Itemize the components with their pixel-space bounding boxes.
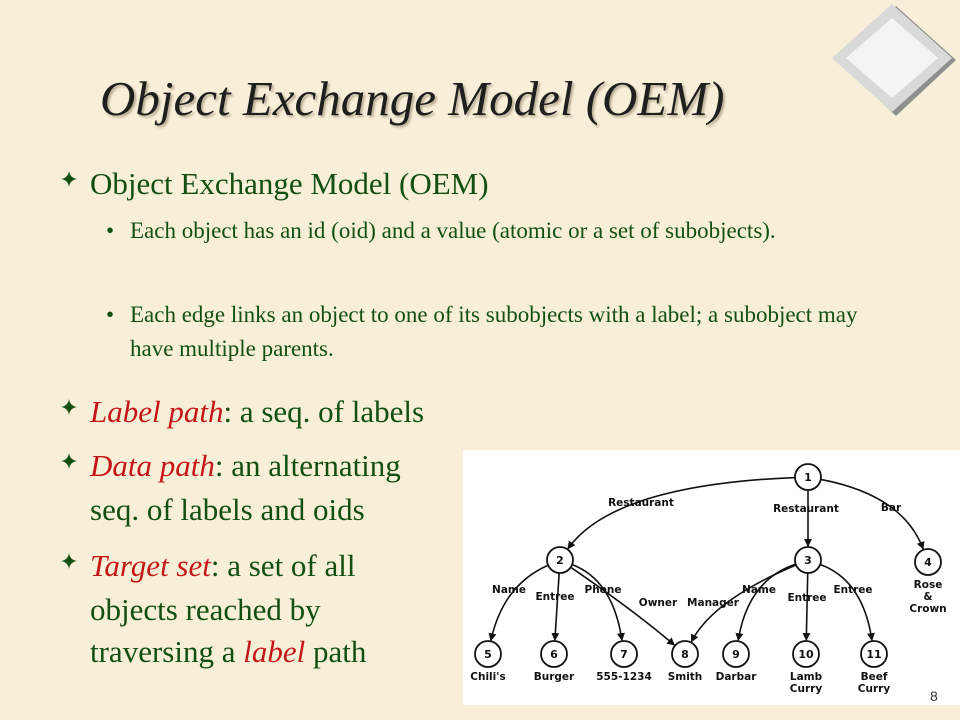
node-value-6: Burger <box>534 671 575 683</box>
term-label-path: Label path <box>90 394 224 429</box>
slide-title: Object Exchange Model (OEM) <box>100 71 725 126</box>
node-7 <box>610 640 638 668</box>
node-1 <box>794 463 822 491</box>
label-path-definition: : a seq. of labels <box>223 394 425 429</box>
target-set-definition-1: : a set of all <box>210 548 356 583</box>
edge-label-1-2: Restaurant <box>608 497 674 509</box>
node-id-3: 3 <box>804 554 812 567</box>
edge-label-3-9: Name <box>742 584 776 596</box>
node-11 <box>860 640 888 668</box>
node-value-4: Rose <box>914 579 943 591</box>
diamond-bullet-icon <box>61 453 77 469</box>
node-value-8: Smith <box>668 671 703 683</box>
node-4 <box>914 548 942 576</box>
node-10 <box>792 640 820 668</box>
term-label: label <box>243 634 306 669</box>
sub-bullet-edge-text: Each edge links an object to one of its … <box>130 302 858 361</box>
dot-bullet-icon: • <box>106 302 115 327</box>
node-id-1: 1 <box>804 471 812 484</box>
node-value-5: Chili's <box>470 671 505 683</box>
data-path-definition-2: seq. of labels and oids <box>90 492 365 527</box>
diamond-bullet-icon <box>61 553 77 569</box>
edge-label-3-10: Entree <box>787 592 826 604</box>
term-target-set: Target set <box>90 548 211 583</box>
node-2 <box>546 546 574 574</box>
edge-label-3-11: Entree <box>833 584 872 596</box>
diamond-bullet-icon <box>61 171 77 187</box>
node-value-4: & <box>923 591 932 603</box>
page-number: 8 <box>930 688 938 704</box>
edge-3-9 <box>735 563 796 642</box>
diamond-decoration-icon <box>832 4 956 116</box>
edge-3-11 <box>819 563 875 642</box>
edge-1-2 <box>567 476 796 550</box>
edge-2-5 <box>488 564 549 642</box>
node-id-2: 2 <box>556 554 564 567</box>
node-id-11: 11 <box>866 648 881 661</box>
node-value-10: Lamb <box>790 671 823 683</box>
node-value-7: 555-1234 <box>596 671 652 683</box>
edge-label-2-8: Owner <box>639 597 678 609</box>
dot-bullet-icon: • <box>106 218 115 243</box>
edge-label-2-6: Entree <box>535 591 574 603</box>
node-3 <box>794 546 822 574</box>
node-value-10: Curry <box>790 683 823 695</box>
node-value-4: Crown <box>909 603 946 615</box>
node-5 <box>474 640 502 668</box>
diamond-bullet-icon <box>61 399 77 415</box>
node-6 <box>540 640 568 668</box>
node-value-11: Beef <box>861 671 888 683</box>
node-id-6: 6 <box>550 648 558 661</box>
target-set-definition-2: objects reached by <box>90 592 321 627</box>
target-set-definition-3: traversing a label path <box>90 634 367 669</box>
edge-1-4 <box>820 478 925 550</box>
node-8 <box>671 640 699 668</box>
node-id-4: 4 <box>924 556 932 569</box>
edge-label-1-4: Bar <box>881 502 902 514</box>
edge-label-2-5: Name <box>492 584 526 596</box>
node-id-5: 5 <box>484 648 492 661</box>
edge-label-1-3: Restaurant <box>773 503 839 515</box>
data-path-definition-1: : an alternating <box>214 448 401 483</box>
node-id-10: 10 <box>798 648 814 661</box>
bullet-oem-text: Object Exchange Model (OEM) <box>90 166 489 201</box>
sub-bullet-oid-text: Each object has an id (oid) and a value … <box>130 218 776 243</box>
node-id-9: 9 <box>732 648 740 661</box>
edge-label-3-8: Manager <box>687 597 740 609</box>
edge-2-6 <box>551 572 560 642</box>
node-value-9: Darbar <box>716 671 758 683</box>
edge-2-8 <box>570 566 676 646</box>
edge-label-2-7: Phone <box>585 584 622 596</box>
term-data-path: Data path <box>90 448 215 483</box>
node-id-8: 8 <box>681 648 689 661</box>
node-value-11: Curry <box>858 683 891 695</box>
node-9 <box>722 640 750 668</box>
node-id-7: 7 <box>620 648 628 661</box>
edge-2-7 <box>571 563 625 642</box>
edge-3-10 <box>802 572 811 642</box>
